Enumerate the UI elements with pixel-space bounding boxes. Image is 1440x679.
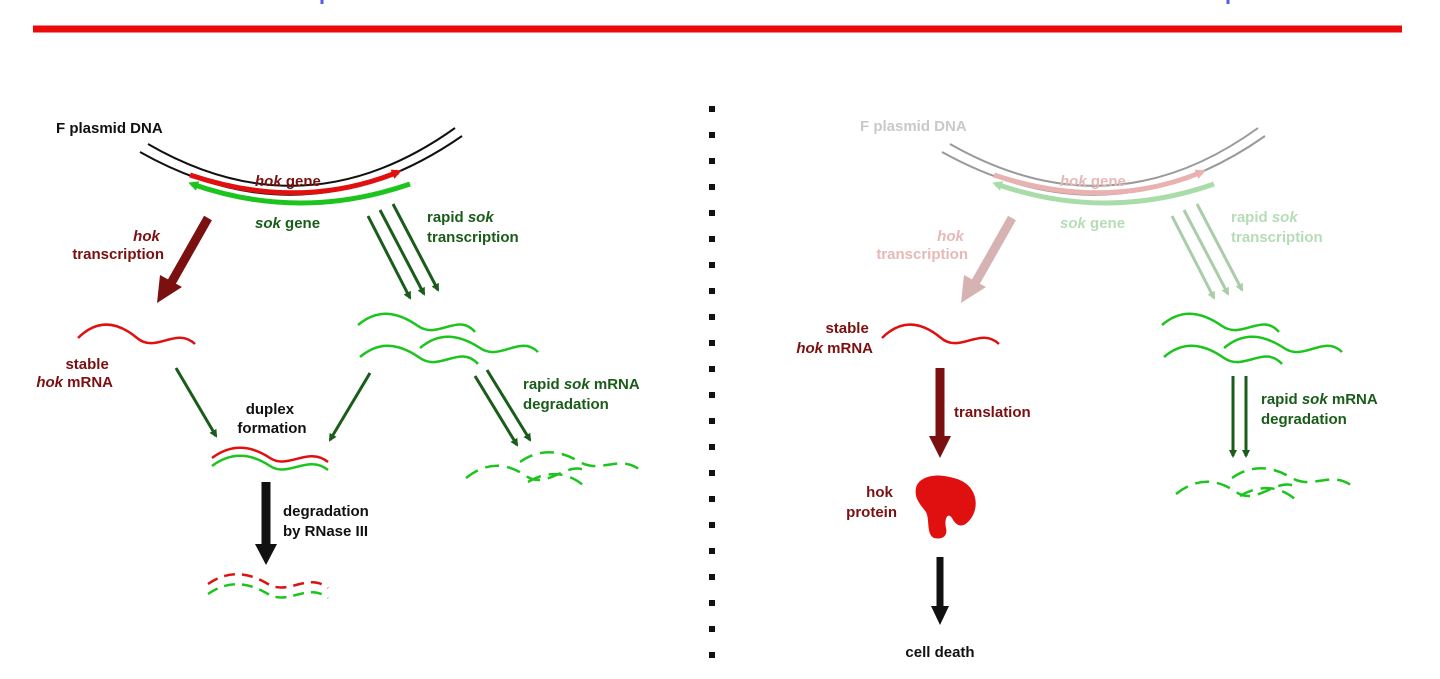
sok-mrna-waves-right: [1161, 312, 1343, 365]
duplex-red-strand: [211, 446, 329, 464]
sok-degradation-label: rapid sok mRNA degradation: [523, 376, 643, 413]
degraded-duplex-green: [207, 583, 329, 600]
sok-to-duplex-arrow: [328, 372, 372, 442]
degraded-sok-fragments-right: [1175, 467, 1353, 501]
hok-gene-arrow-faded: [993, 169, 1206, 196]
sok-transcription-label: rapid sok transcription: [427, 209, 519, 246]
duplex-formation-label: duplex formation: [237, 401, 306, 437]
sok-transcription-arrows: [366, 203, 440, 300]
hok-gene-label-faded: hok gene: [1060, 173, 1126, 190]
plasmid-label-faded: F plasmid DNA: [860, 118, 967, 135]
hok-mrna-wave-right: [881, 323, 1000, 345]
sok-degradation-arrows-right: [1229, 376, 1250, 458]
sok-gene-arrow-faded: [992, 181, 1215, 206]
stable-hok-mrna-label: stable hok mRNA: [36, 356, 113, 391]
sok-mrna-waves: [357, 312, 539, 365]
hok-transcription-label: hok transcription: [72, 228, 164, 263]
sok-gene-label: sok gene: [255, 215, 320, 232]
hok-gene-label: hok gene: [255, 173, 321, 190]
sok-transcription-label-faded: rapid sok transcription: [1231, 209, 1323, 246]
sok-degradation-label-right: rapid sok mRNA degradation: [1261, 391, 1381, 428]
hok-protein-shape: [915, 475, 976, 539]
hok-transcription-arrowhead-faded: [961, 275, 986, 303]
rnase-label: degradation by RNase III: [283, 503, 373, 540]
plasmid-dna-outer-strand: [147, 127, 456, 187]
panel-divider: [709, 106, 715, 658]
sok-gene-arrow: [188, 181, 411, 206]
plasmid-dna-outer-strand-faded: [949, 127, 1259, 187]
translation-label: translation: [954, 404, 1031, 421]
degraded-duplex-red: [207, 573, 329, 590]
rnase-degradation-arrowhead: [255, 544, 277, 565]
hok-transcription-arrow: [166, 215, 212, 288]
cell-death-label: cell death: [905, 644, 974, 661]
cell-death-arrowhead: [931, 606, 949, 625]
stable-hok-mrna-label-right: stable hok mRNA: [796, 320, 873, 357]
translation-arrowhead: [929, 436, 951, 458]
plasmid-label: F plasmid DNA: [56, 120, 163, 137]
sok-gene-label-faded: sok gene: [1060, 215, 1125, 232]
hok-protein-label: hok protein: [846, 484, 897, 521]
hok-mrna-wave: [77, 323, 196, 345]
hok-gene-arrow: [189, 169, 402, 196]
hok-transcription-arrow-faded: [970, 215, 1016, 288]
sok-transcription-arrows-faded: [1170, 203, 1244, 300]
duplex-green-strand: [211, 454, 329, 472]
degraded-sok-fragments: [465, 451, 641, 487]
hok-transcription-arrowhead: [157, 275, 182, 303]
sok-degradation-arrows: [473, 369, 532, 447]
hok-to-duplex-arrow: [174, 367, 218, 438]
hok-transcription-label-faded: hok transcription: [876, 228, 968, 263]
right-panel: F plasmid DNA hok gene sok gene hok tran…: [796, 118, 1381, 661]
left-panel: F plasmid DNA hok gene sok gene hok tran…: [36, 120, 643, 600]
